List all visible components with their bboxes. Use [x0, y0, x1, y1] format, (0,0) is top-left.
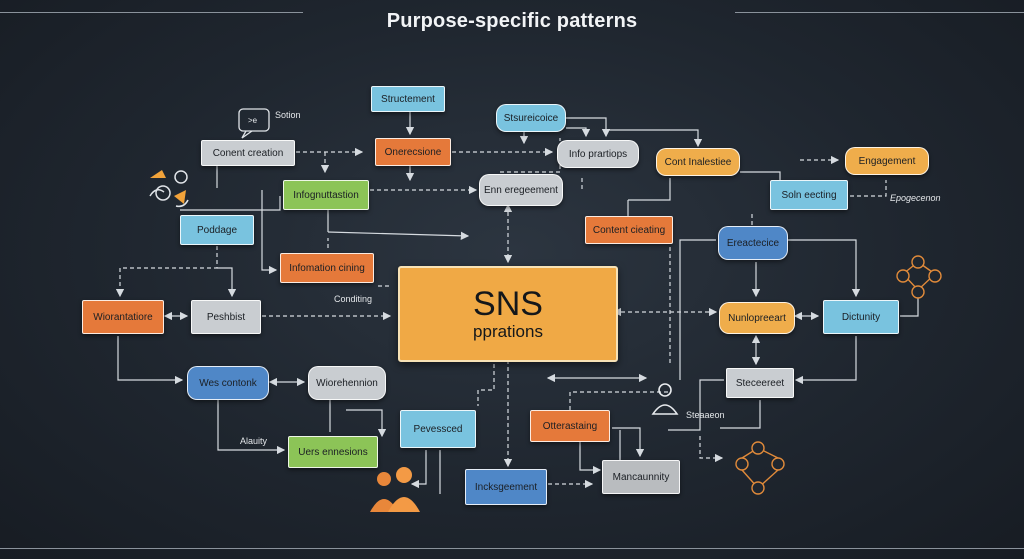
node-structurement[interactable]: Structement: [371, 86, 445, 112]
node-ereacttecice[interactable]: Ereactecice: [718, 226, 788, 260]
node-poddage[interactable]: Poddage: [180, 215, 254, 245]
node-wiorantatiore[interactable]: Wiorantatiore: [82, 300, 164, 334]
node-stecbereet[interactable]: Steceereet: [726, 368, 794, 398]
hub-subtitle: pprations: [473, 322, 543, 341]
node-uers-ennesions[interactable]: Uers ennesions: [288, 436, 378, 468]
node-nunlopreeart[interactable]: Nunlopreeart: [719, 302, 795, 334]
hub-sns-operations[interactable]: SNS pprations: [398, 266, 618, 362]
node-dictrunlity[interactable]: Dictunity: [823, 300, 899, 334]
node-info-prartiops[interactable]: Info prartiops: [557, 140, 639, 168]
node-content-cieating[interactable]: Content cieating: [585, 216, 673, 244]
label-alauity: Alauity: [240, 436, 268, 446]
page-title: Purpose-specific patterns: [386, 10, 638, 32]
node-peshbist[interactable]: Peshbist: [191, 300, 261, 334]
label-conditing: Conditing: [334, 294, 373, 304]
node-ottertasting[interactable]: Otterastaing: [530, 410, 610, 442]
node-wes-contonk[interactable]: Wes contonk: [187, 366, 269, 400]
chat-glyph-label: >e: [248, 116, 258, 125]
label-sotion: Sotion: [275, 110, 301, 120]
node-enn-eregeement[interactable]: Enn eregeement: [479, 174, 563, 206]
header-rule-right: [735, 12, 1024, 13]
node-pevessced[interactable]: Pevessced: [400, 410, 476, 448]
node-solin-eecting[interactable]: Soln eecting: [770, 180, 848, 210]
node-engagement[interactable]: Engagement: [845, 147, 929, 175]
node-oranizecsione[interactable]: Onerecsione: [375, 138, 451, 166]
node-cont-inalestiee[interactable]: Cont Inalestiee: [656, 148, 740, 176]
hub-title: SNS: [473, 285, 543, 323]
node-manciaunnity[interactable]: Mancaunnity: [602, 460, 680, 494]
label-epogecenon: Epogecenon: [890, 193, 941, 203]
node-stsureicoice[interactable]: Stsureicoice: [496, 104, 566, 132]
header-rule-left: [0, 12, 303, 13]
node-wiorehennion[interactable]: Wiorehennion: [308, 366, 386, 400]
node-infomation-cining[interactable]: Infomation cining: [280, 253, 374, 283]
node-content-creation[interactable]: Conent creation: [201, 140, 295, 166]
node-infognuttastion[interactable]: Infognuttastion: [283, 180, 369, 210]
footer-rule: [0, 548, 1024, 549]
node-incksgeement[interactable]: Incksgeement: [465, 469, 547, 505]
label-steasenon: Steaaeon: [686, 410, 725, 420]
